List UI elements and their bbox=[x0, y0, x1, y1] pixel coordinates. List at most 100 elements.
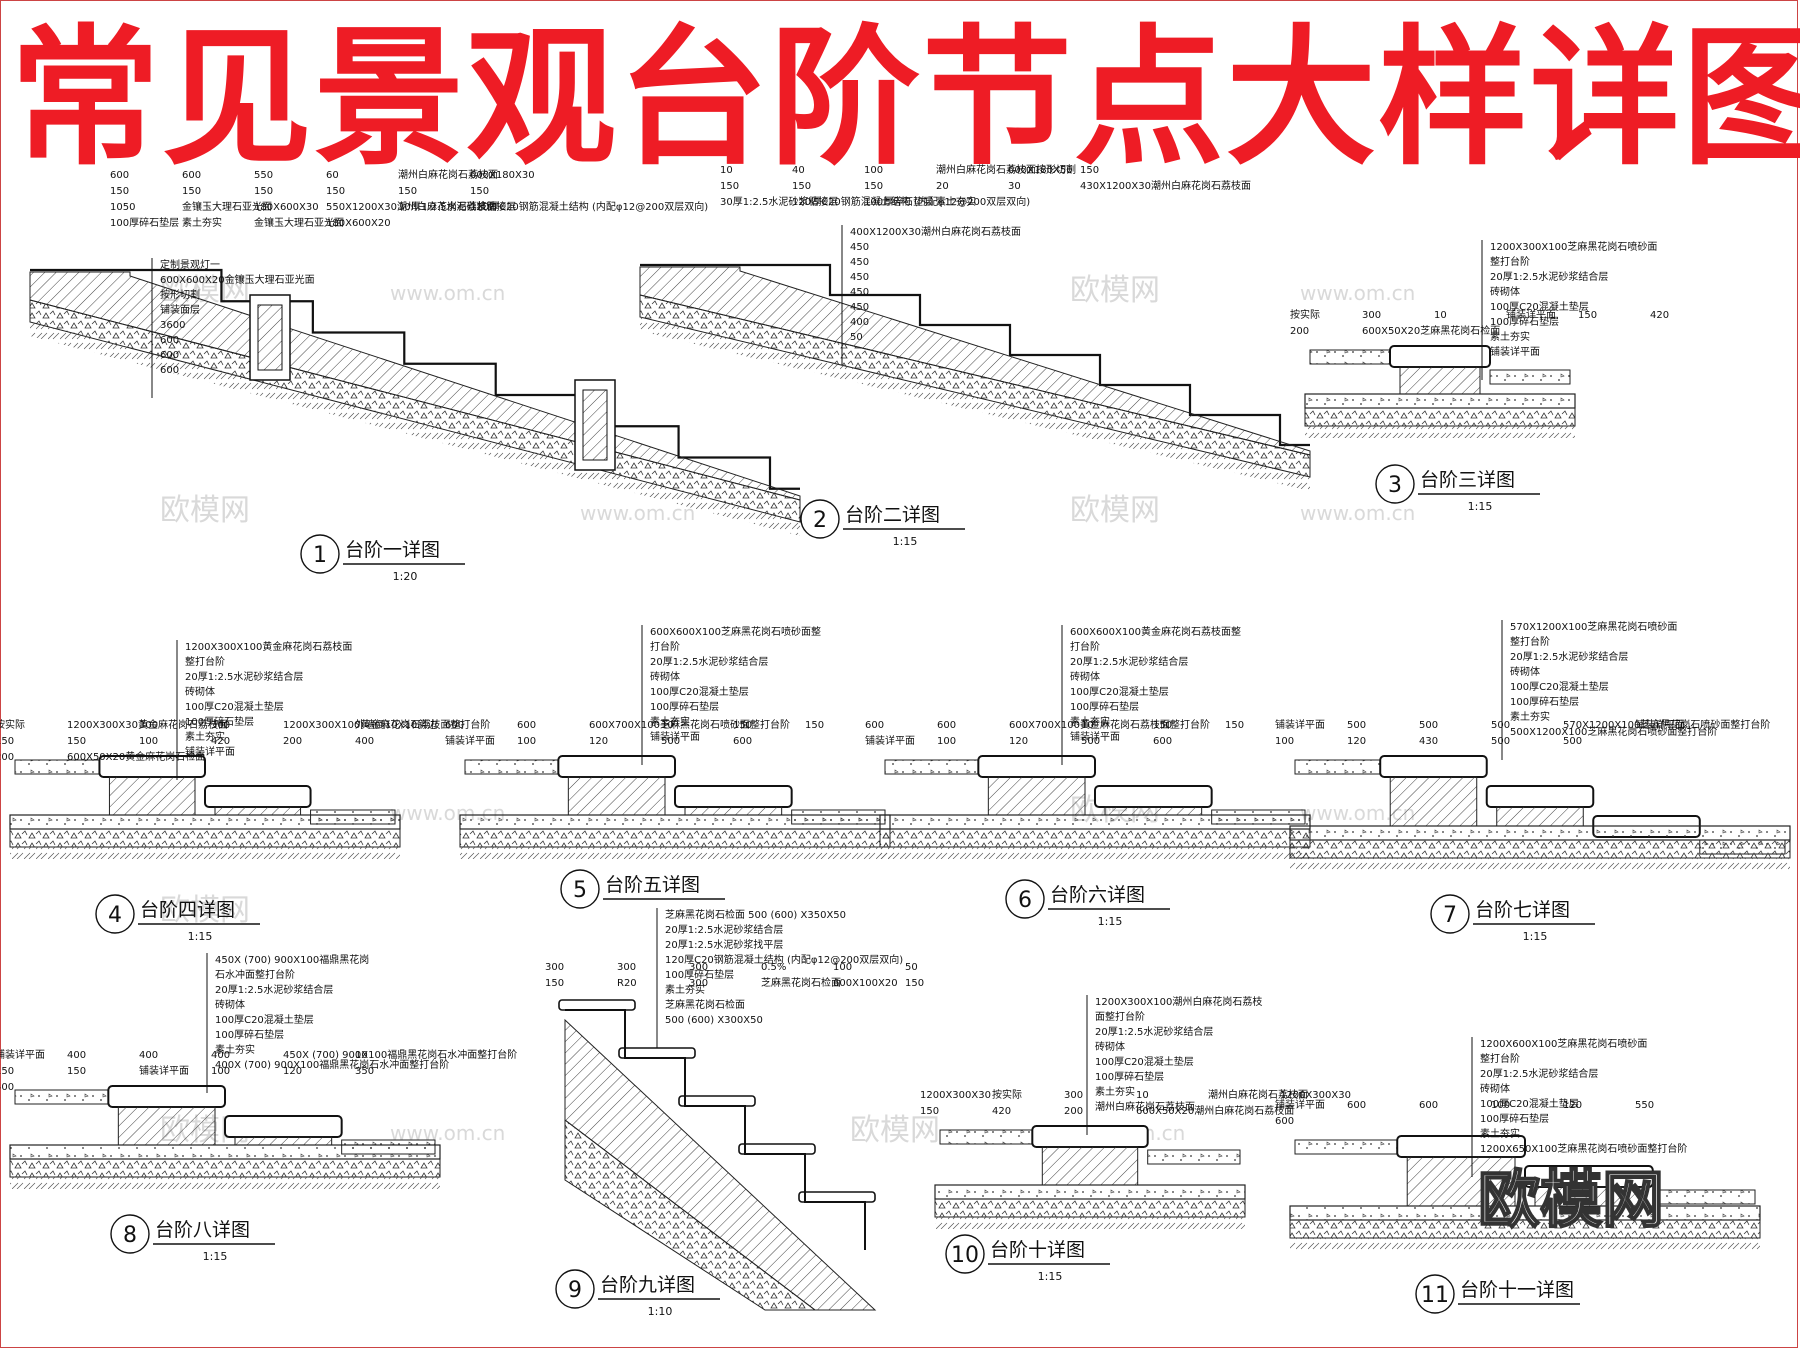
annotation-label: 600 bbox=[733, 736, 752, 747]
stone-step bbox=[1094, 785, 1213, 808]
annotation-label: 400X1200X30潮州白麻花岗石荔枝面 bbox=[850, 225, 1021, 238]
annotation-label: 20厚1:2.5水泥砂浆结合层 bbox=[1510, 650, 1628, 663]
annotations-5: 600X600X100芝麻黑花岗石喷砂面整打台阶20厚1:2.5水泥砂浆结合层砖… bbox=[445, 625, 824, 765]
annotation-label: 50 bbox=[850, 332, 863, 343]
detail-number: 11 bbox=[1421, 1283, 1449, 1308]
stone-step bbox=[977, 755, 1096, 778]
annotation-label: 400 bbox=[67, 1050, 86, 1061]
gravel-slope bbox=[564, 1118, 817, 1311]
annotation-label: 120 bbox=[1347, 736, 1366, 747]
detail-scale: 1:15 bbox=[1468, 500, 1493, 513]
annotation-label: 500 bbox=[1081, 736, 1100, 747]
annotations-6: 600X600X100黄金麻花岗石荔枝面整打台阶20厚1:2.5水泥砂浆结合层砖… bbox=[865, 625, 1244, 765]
annotation-label: 150 bbox=[0, 736, 14, 747]
stone-step bbox=[1485, 785, 1595, 808]
annotation-label: 100厚C20混凝土垫层 bbox=[215, 1013, 314, 1026]
concrete-layer bbox=[1289, 825, 1791, 841]
annotation-label: 420 bbox=[211, 736, 230, 747]
brick-core bbox=[1399, 366, 1481, 395]
annotation-label: 300 bbox=[689, 978, 708, 989]
stone-tread bbox=[798, 1191, 876, 1203]
annotation-label: 500 bbox=[1419, 720, 1438, 731]
stone-step bbox=[557, 755, 676, 778]
detail-scale: 1:15 bbox=[1098, 915, 1123, 928]
concrete-layer bbox=[9, 1144, 441, 1160]
annotation-label: 100厚碎石垫层 bbox=[1095, 1070, 1164, 1083]
annotation-label: 100 bbox=[833, 962, 852, 973]
watermark-text: www.om.cn bbox=[390, 281, 505, 305]
annotation-label: 60 bbox=[326, 170, 339, 181]
watermark-text: 欧模网 bbox=[160, 493, 250, 528]
annotation-label: 600X600X100黄金麻花岗石荔枝面整 bbox=[1070, 625, 1241, 638]
detail-number-circle bbox=[95, 894, 135, 934]
brick-core bbox=[108, 776, 196, 816]
annotation-label: 0.5% bbox=[761, 962, 786, 973]
annotation-label: 外墙倒10X10斜边 bbox=[355, 718, 437, 731]
detail-scale: 1:10 bbox=[648, 1305, 673, 1318]
detail-number-circle bbox=[800, 499, 840, 539]
annotation-label: 570X1200X100芝麻黑花岗石喷砂面 bbox=[1510, 620, 1677, 633]
annotation-label: 砖砌体 bbox=[1480, 1082, 1510, 1095]
annotation-label: 潮州白麻花岗石荔枝面 bbox=[1095, 1100, 1195, 1113]
annotation-label: 铺装详平面 bbox=[445, 734, 495, 747]
annotation-label: 120厚C20钢筋混凝土结构 (内配φ12@200双层双向) bbox=[792, 195, 1030, 208]
annotation-label: 150 bbox=[920, 1106, 939, 1117]
annotation-label: 120 bbox=[589, 736, 608, 747]
annotation-label: 420 bbox=[992, 1106, 1011, 1117]
detail-number-circle bbox=[1430, 894, 1470, 934]
annotation-label: 500 bbox=[1491, 720, 1510, 731]
annotation-label: 100 bbox=[1491, 1100, 1510, 1111]
annotation-label: 铺装详平面 bbox=[1506, 308, 1556, 321]
annotation-label: 30厚1:2.5水泥砂浆粘接层 bbox=[398, 200, 516, 213]
annotation-label: 500 bbox=[1563, 736, 1582, 747]
annotation-label: 150 bbox=[470, 186, 489, 197]
detail-number: 8 bbox=[123, 1223, 137, 1248]
annotation-label: 150 bbox=[1153, 720, 1172, 731]
annotation-label: 600X50X20潮州白麻花岗石荔枝面 bbox=[1136, 1104, 1294, 1117]
concrete-structure bbox=[639, 266, 1311, 456]
stone-tread bbox=[618, 1047, 696, 1059]
annotation-label: 100 bbox=[1275, 736, 1294, 747]
annotation-label: 石水冲面整打台阶 bbox=[215, 968, 295, 981]
annotation-label: 600 bbox=[1347, 1100, 1366, 1111]
detail-title: 台阶五详图 bbox=[605, 874, 700, 896]
annotation-label: 打台阶 bbox=[1070, 640, 1100, 653]
annotation-label: 芝麻黑花岗石检面 bbox=[665, 998, 745, 1011]
detail-title: 台阶十一详图 bbox=[1460, 1279, 1574, 1301]
annotation-label: 金镶玉大理石亚光面 bbox=[182, 200, 272, 213]
annotation-label: 20厚1:2.5水泥砂浆结合层 bbox=[185, 670, 303, 683]
soil-layer bbox=[1305, 426, 1575, 438]
detail-number: 7 bbox=[1443, 903, 1457, 928]
gravel-layer bbox=[934, 1198, 1246, 1218]
annotation-label: 450X (700) 900X100福鼎黑花岗 bbox=[215, 953, 369, 966]
detail-title: 台阶十详图 bbox=[990, 1239, 1085, 1261]
annotation-label: 定制景观灯一 bbox=[160, 258, 220, 271]
detail-number-circle bbox=[945, 1234, 985, 1274]
annotation-label: 180X600X20 bbox=[326, 218, 391, 229]
annotation-label: 金镶玉大理石亚光面 bbox=[254, 216, 344, 229]
detail-title: 台阶九详图 bbox=[600, 1274, 695, 1296]
annotation-label: 400 bbox=[0, 1082, 14, 1093]
annotation-label: 芝麻黑花岗石检面 500 (600) X350X50 bbox=[665, 908, 846, 921]
annotation-label: 400 bbox=[139, 1050, 158, 1061]
annotation-label: 100 bbox=[139, 736, 158, 747]
logo-watermark: 欧模网 bbox=[1477, 1162, 1665, 1237]
annotation-label: 600X50X20黄金麻花岗石检面 bbox=[67, 750, 205, 763]
gravel-slope bbox=[639, 294, 1311, 478]
annotation-label: 砖砌体 bbox=[215, 998, 245, 1011]
detail-title: 台阶八详图 bbox=[155, 1219, 250, 1241]
annotation-label: 150 bbox=[905, 978, 924, 989]
annotation-label: 1200X300X30 bbox=[920, 1090, 991, 1101]
soil-layer bbox=[935, 1217, 1245, 1229]
annotation-label: 420 bbox=[1650, 310, 1669, 321]
stone-step bbox=[224, 1115, 343, 1138]
annotation-label: 600X600X20金镶玉大理石亚光面 bbox=[160, 273, 315, 286]
annotation-label: 500X1200X100芝麻黑花岗石喷砂面整打台阶 bbox=[1510, 725, 1717, 738]
annotation-label: 150 bbox=[1080, 165, 1099, 176]
annotation-label: 150 bbox=[1225, 720, 1244, 731]
